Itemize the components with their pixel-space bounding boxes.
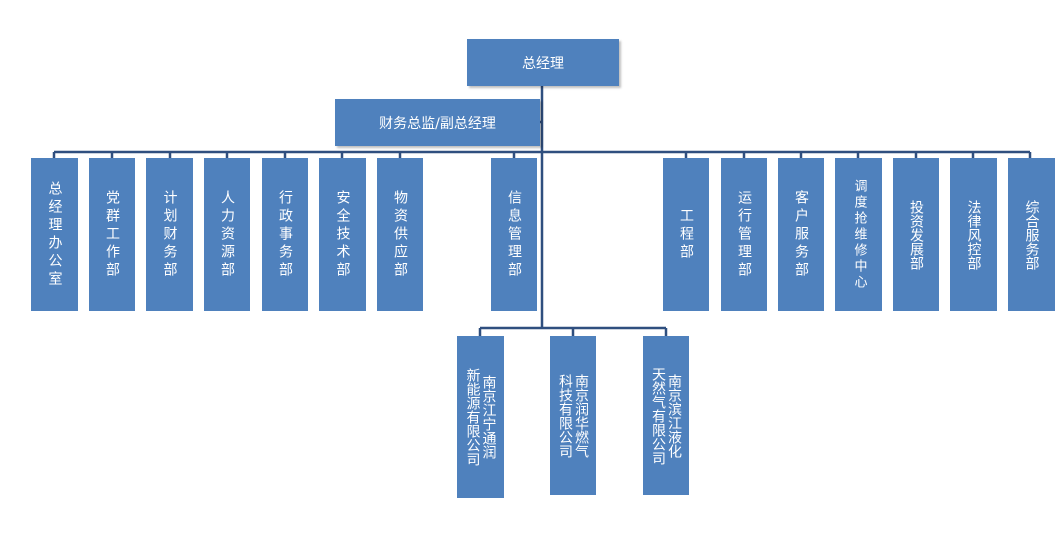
dept-box: 安全技术部: [319, 158, 366, 311]
subsidiary-line1: 新能源有限公司: [464, 368, 481, 466]
dept-label: 客户服务部: [793, 189, 809, 280]
dept-box: 总经理办公室: [31, 158, 78, 311]
subsidiary-box: 天然气有限公司 南京滨江液化: [643, 336, 689, 495]
dept-label: 法律风控部: [965, 199, 982, 270]
dept-box: 综合服务部: [1008, 158, 1055, 311]
subsidiary-line2: 南京江宁通润: [480, 375, 497, 459]
dept-label: 安全技术部: [334, 189, 351, 280]
subsidiary-line1: 科技有限公司: [557, 373, 573, 458]
dept-box: 物资供应部: [377, 158, 423, 311]
ceo-box: 总经理: [467, 39, 619, 86]
subsidiary-line2: 南京滨江液化: [666, 373, 682, 458]
dept-box: 投资发展部: [893, 158, 939, 311]
dept-box: 行政事务部: [262, 158, 308, 311]
dept-label: 调度抢维修中心: [851, 178, 867, 291]
subsidiary-box: 科技有限公司 南京润华燃气: [550, 336, 596, 495]
subsidiary-line1: 天然气有限公司: [650, 366, 666, 465]
dept-label: 工程部: [678, 207, 694, 262]
dept-box: 信息管理部: [491, 158, 537, 311]
dept-box: 法律风控部: [950, 158, 997, 311]
dept-label: 计划财务部: [161, 189, 178, 280]
subsidiary-box: 新能源有限公司 南京江宁通润: [457, 336, 504, 498]
dept-box: 客户服务部: [778, 158, 824, 311]
dept-box: 党群工作部: [89, 158, 135, 311]
cfo-label: 财务总监/副总经理: [379, 115, 496, 132]
dept-label: 综合服务部: [1023, 199, 1040, 270]
dept-label: 物资供应部: [392, 189, 408, 280]
ceo-label: 总经理: [522, 55, 564, 72]
dept-label: 党群工作部: [104, 189, 120, 280]
dept-label: 人力资源部: [219, 189, 235, 280]
dept-label: 运行管理部: [736, 189, 752, 280]
dept-label: 行政事务部: [277, 189, 293, 280]
dept-label: 投资发展部: [908, 199, 924, 270]
dept-label: 信息管理部: [506, 189, 522, 280]
dept-label: 总经理办公室: [46, 180, 63, 289]
dept-box: 工程部: [663, 158, 709, 311]
dept-box: 人力资源部: [204, 158, 250, 311]
dept-box: 运行管理部: [721, 158, 767, 311]
dept-box: 调度抢维修中心: [835, 158, 882, 311]
dept-box: 计划财务部: [146, 158, 193, 311]
cfo-box: 财务总监/副总经理: [335, 99, 540, 146]
subsidiary-line2: 南京润华燃气: [573, 373, 589, 458]
